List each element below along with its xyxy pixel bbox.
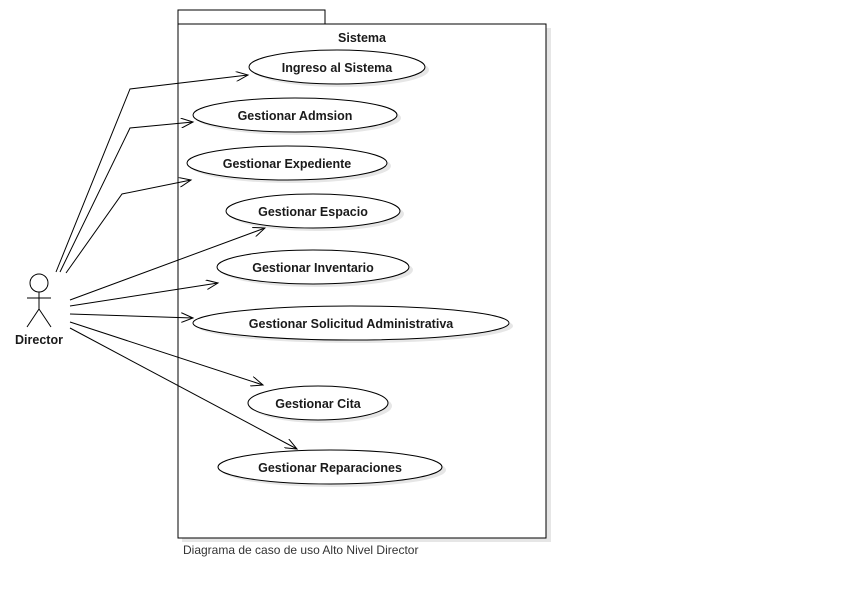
use-case-label: Gestionar Expediente xyxy=(223,157,352,171)
association-ingreso xyxy=(55,75,248,273)
diagram-caption: Diagrama de caso de uso Alto Nivel Direc… xyxy=(183,543,418,557)
association-cita xyxy=(69,321,263,385)
system-tab xyxy=(177,9,326,25)
association-espacio xyxy=(69,228,265,301)
use-case-gestionar-admsion[interactable]: Gestionar Admsion xyxy=(192,97,401,135)
associations xyxy=(55,75,297,449)
actor-right-leg xyxy=(38,308,52,328)
association-inventario xyxy=(69,283,218,307)
association-reparaciones xyxy=(69,327,297,449)
association-expediente xyxy=(65,180,191,274)
use-case-gestionar-reparaciones[interactable]: Gestionar Reparaciones xyxy=(217,449,446,487)
use-case-gestionar-solicitud-administrativa[interactable]: Gestionar Solicitud Administrativa xyxy=(192,305,513,343)
use-case-label: Gestionar Reparaciones xyxy=(258,461,402,475)
actor-name: Director xyxy=(15,333,63,347)
use-case-label: Gestionar Inventario xyxy=(252,261,374,275)
use-case-label: Gestionar Admsion xyxy=(238,109,353,123)
actor-left-leg xyxy=(26,308,40,328)
use-case-label: Gestionar Solicitud Administrativa xyxy=(249,317,454,331)
actor-director[interactable] xyxy=(26,273,52,328)
use-case-gestionar-espacio[interactable]: Gestionar Espacio xyxy=(225,193,404,231)
use-case-gestionar-cita[interactable]: Gestionar Cita xyxy=(247,385,392,423)
use-case-label: Gestionar Espacio xyxy=(258,205,368,219)
association-admision xyxy=(59,122,193,273)
use-case-label: Gestionar Cita xyxy=(275,397,361,411)
association-solicitud xyxy=(69,314,193,318)
use-case-gestionar-expediente[interactable]: Gestionar Expediente xyxy=(186,145,391,183)
use-case-gestionar-inventario[interactable]: Gestionar Inventario xyxy=(216,249,413,287)
actor-head xyxy=(29,273,49,293)
use-case-ingreso-al-sistema[interactable]: Ingreso al Sistema xyxy=(248,49,429,87)
use-case-label: Ingreso al Sistema xyxy=(282,61,394,75)
system-name: Sistema xyxy=(338,31,387,45)
